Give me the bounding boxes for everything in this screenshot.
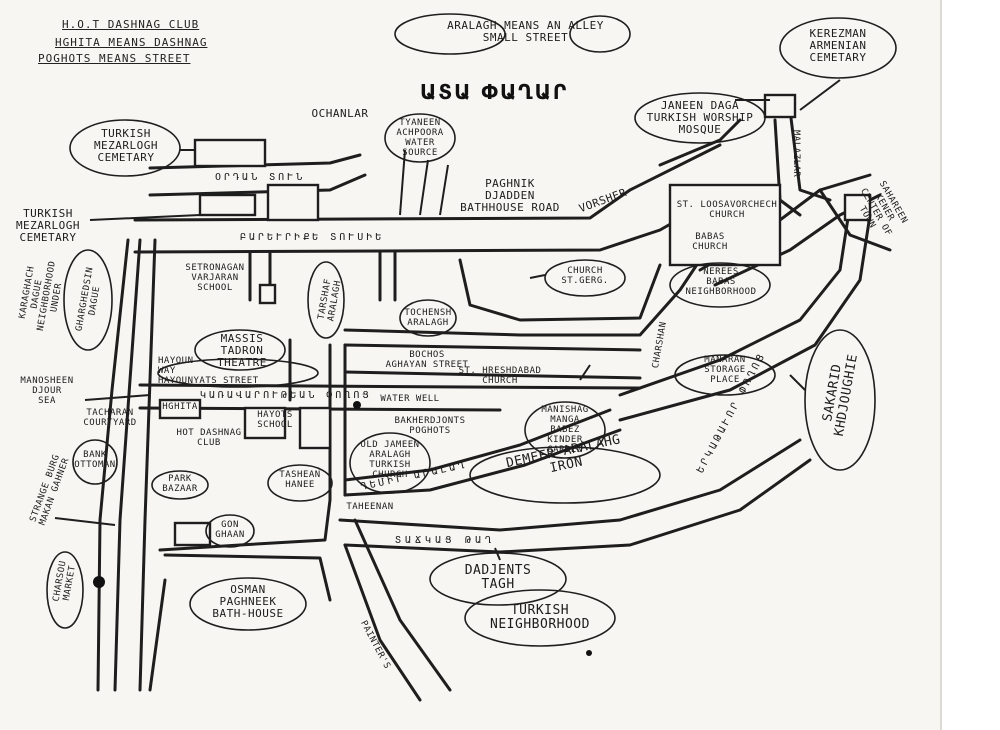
label-nerees-babas: NEREES BABAS NEIGHBORHOOD (685, 267, 757, 297)
label-turkish-neighborhood: TURKISH NEIGHBORHOOD (490, 603, 590, 632)
map-sheet: H.O.T DASHNAG CLUB HGHITA MEANS DASHNAG … (0, 0, 940, 730)
label-water-well: WATER WELL (380, 394, 440, 404)
label-ochanlar: OCHANLAR (311, 107, 369, 120)
landmark-dot (93, 576, 105, 588)
label-bochos: BOCHOS AGHAYAN STREET (385, 350, 469, 370)
note-poghots: POGHOTS MEANS STREET (38, 52, 191, 65)
note-hghita: HGHITA MEANS DASHNAG (55, 36, 208, 49)
label-taheenan: TAHEENAN (346, 502, 394, 512)
label-hayoun: HAYOUN WAY HAYOUNYATS STREET (158, 356, 259, 386)
label-manosheen: MANOSHEEN DJOUR SEA (20, 376, 74, 406)
label-malazlar: MALAZLAR (791, 130, 801, 178)
label-dadjents: DADJENTS TAGH (464, 563, 532, 592)
label-tyaneen: TYANEEN ACHPOORA WATER SOURCE (396, 118, 444, 158)
map-title: ԱՏԱ ՓԱՂԱՐ (420, 80, 569, 104)
label-bakherdjonts: BAKHERDJONTS POGHOTS (394, 416, 466, 436)
label-janeen-daga: JANEEN DAGA TURKISH WORSHIP MOSQUE (646, 99, 754, 136)
label-paghnik-djadden: PAGHNIK DJADDEN BATHHOUSE ROAD (460, 177, 560, 214)
note-aralagh: ARALAGH MEANS AN ALLEY SMALL STREET (447, 19, 604, 44)
street-gov: ԿԱՌԱՎԱՐՈՒԹԵԱՆ ՓՈՂՈՑ (200, 390, 372, 401)
label-turkish-mezarlogh-1: TURKISH MEZARLOGH CEMETARY (93, 127, 159, 164)
street-main: ԲԱՐԵՒՐԻՔԵ ՏՈՒՍԻԵ (240, 232, 385, 243)
label-old-jameen: OLD JAMEEN ARALAGH TURKISH CHURCH (360, 440, 420, 480)
label-hot-dashnag: HOT DASHNAG CLUB (176, 428, 242, 448)
label-church-st-gerg: CHURCH ST.GERG. (561, 266, 609, 286)
label-massis: MASSIS TADRON THEATRE (217, 332, 267, 369)
street-map (46, 13, 897, 702)
label-st-hreshdabad: ST. HRESHDABAD CHURCH (458, 366, 542, 386)
label-turkish-mezarlogh-2: TURKISH MEZARLOGH CEMETARY (15, 207, 81, 244)
label-hayots-school: HAYOTS SCHOOL (257, 410, 293, 430)
note-dashnag-club: H.O.T DASHNAG CLUB (62, 18, 200, 31)
label-babas-church: BABAS CHURCH (692, 232, 728, 252)
buildings (158, 93, 872, 547)
label-manaran: MANARAN STORAGE PLACE (704, 355, 746, 385)
label-kerezman: KEREZMAN ARMENIAN CEMETARY (809, 27, 867, 64)
street-south: ՏԱՃԿԱՑ ԹԱՂ (395, 535, 496, 546)
street-top: ՕՐԴԱՆ ՏՈՒՆ (215, 172, 306, 183)
label-tochensh: TOCHENSH ARALAGH (404, 308, 452, 328)
label-manishag: MANISHAG MANGA BABEZ KINDER GARDEN (541, 405, 589, 455)
label-hghita: HGHITA (162, 402, 198, 412)
water-well-dot (353, 401, 361, 409)
label-bank-ottoman: BANK OTTOMAN (74, 450, 116, 470)
label-osman: OSMAN PAGHNEEK BATH-HOUSE (212, 583, 284, 620)
label-setronagan: SETRONAGAN VARJARAN SCHOOL (185, 263, 245, 293)
label-bubbles (46, 13, 897, 647)
label-tashean: TASHEAN HANEE (279, 470, 321, 490)
label-st-loosavorchech: ST. LOOSAVORCHECH CHURCH (676, 200, 778, 220)
label-park-bazaar: PARK BAZAAR (162, 474, 198, 494)
label-gon-ghaan: GON GHAAN (215, 520, 245, 540)
label-tacharan: TACHARAN COURTYARD (83, 408, 137, 428)
pointer-arrows (54, 79, 841, 561)
ink-dot (586, 650, 592, 656)
